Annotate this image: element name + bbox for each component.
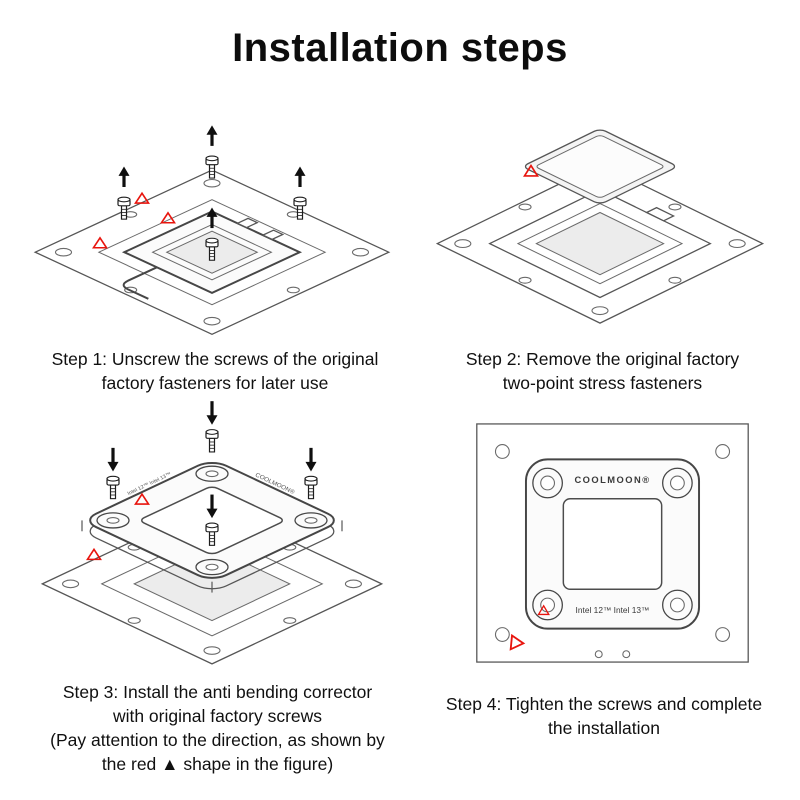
socket-contact-pad (536, 212, 663, 274)
plate-hole (494, 444, 510, 459)
frame-opening (562, 497, 663, 590)
up-arrow-icon (292, 164, 308, 189)
caption-line: Step 3: Install the anti bending correct… (62, 682, 373, 702)
step3-caption: Step 3: Install the anti bending correct… (5, 680, 430, 776)
step1-caption: Step 1: Unscrew the screws of the origin… (10, 347, 420, 395)
step4-illustration: COOLMOON® Intel 12™ Intel 13™ (476, 423, 749, 663)
screw-hole (105, 516, 122, 524)
hinge-tab (647, 208, 674, 221)
corner-screw (540, 597, 556, 613)
motherboard-plate (437, 164, 762, 323)
screw-hole (204, 470, 221, 478)
corner-screw (540, 475, 556, 491)
caption-line: the installation (548, 718, 660, 738)
corner-screw (669, 475, 685, 491)
screw-icon (205, 429, 219, 453)
caption-line: Step 2: Remove the original factory (465, 349, 740, 369)
step3-illustration: COOLMOON® Intel 12™ Intel 13™ (12, 399, 392, 670)
caption-line: Step 1: Unscrew the screws of the origin… (51, 349, 379, 369)
down-arrow-icon (303, 446, 319, 474)
plate-hole (494, 627, 510, 642)
red-direction-triangle-icon (86, 548, 102, 561)
retention-lever (119, 267, 187, 299)
caption-line: Step 4: Tighten the screws and complete (445, 694, 763, 714)
step1-illustration (12, 123, 392, 346)
caption-line: factory fasteners for later use (101, 373, 329, 393)
plate-hole (715, 444, 731, 459)
anti-bending-corrector-frame (82, 459, 342, 582)
step2-illustration (415, 112, 785, 347)
hinge-tab (237, 218, 257, 227)
screw-hole (204, 563, 221, 571)
up-arrow-icon (116, 164, 132, 189)
caption-line: the red ▲ shape in the figure) (101, 754, 334, 774)
step4-caption: Step 4: Tighten the screws and complete … (420, 692, 788, 740)
frame-opening (138, 486, 285, 555)
caption-line: (Pay attention to the direction, as show… (50, 730, 385, 750)
plate-hole (622, 650, 631, 659)
step2-caption: Step 2: Remove the original factory two-… (420, 347, 785, 395)
frame-socket-label: Intel 12™ Intel 13™ (576, 605, 650, 615)
screw-hole (303, 516, 320, 524)
cpu-socket (99, 200, 325, 305)
caption-line: with original factory screws (112, 706, 323, 726)
down-arrow-icon (105, 446, 121, 474)
installed-corrector-frame: COOLMOON® Intel 12™ Intel 13™ (524, 458, 701, 630)
plate-hole (715, 627, 731, 642)
plate-hole (594, 650, 603, 659)
caption-line: two-point stress fasteners (502, 373, 703, 393)
red-direction-triangle-icon (134, 192, 150, 204)
up-arrow-icon (204, 123, 220, 148)
down-arrow-icon (204, 399, 220, 427)
frame-brand-label: COOLMOON® (574, 475, 650, 485)
cpu-socket (102, 532, 323, 636)
page-title: Installation steps (232, 26, 568, 70)
corner-screw (669, 597, 685, 613)
screw-icon (304, 475, 318, 500)
screw-icon (106, 475, 120, 500)
cpu-chip (522, 129, 678, 205)
hinge-tab (263, 230, 283, 239)
